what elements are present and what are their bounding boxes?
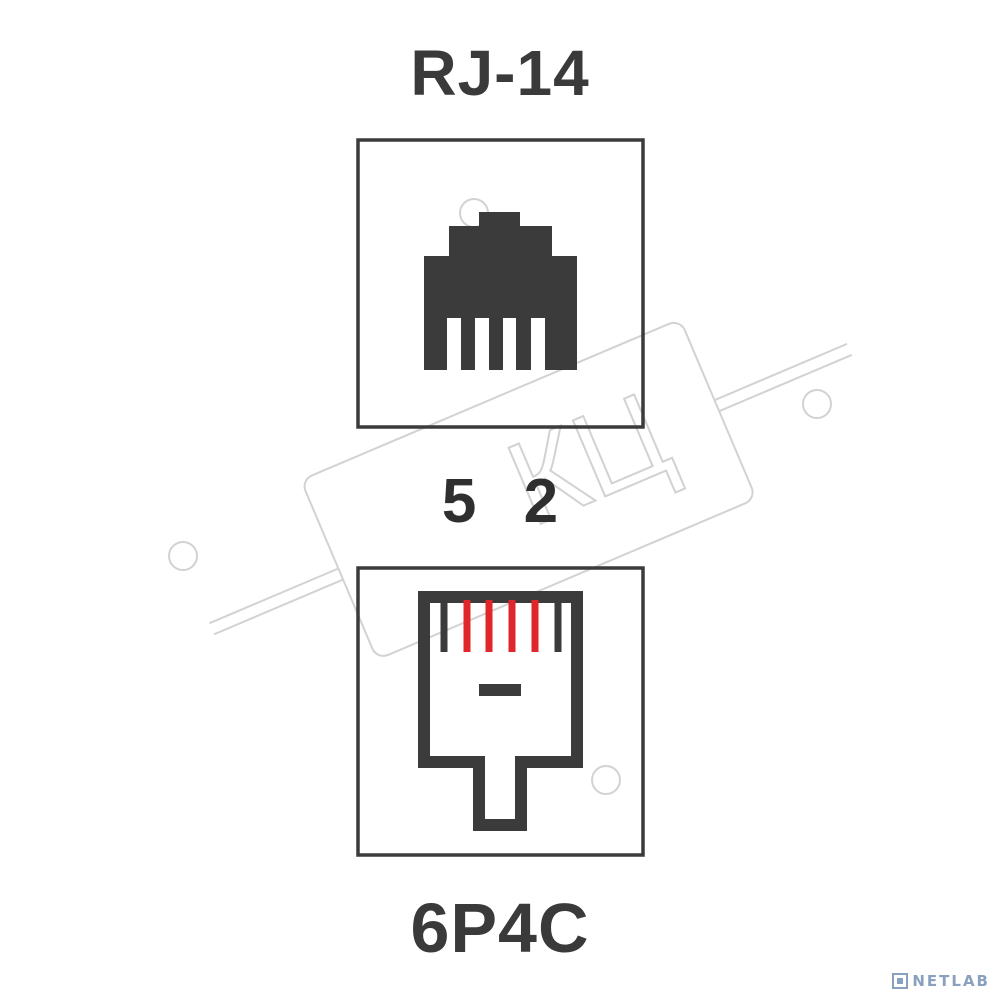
socket-frame (356, 138, 645, 429)
pin-count-label: 5 2 (441, 467, 559, 536)
6p4c-plug-icon (418, 591, 583, 831)
rj14-socket-icon (424, 212, 577, 370)
connector-title: RJ-14 (410, 37, 590, 109)
plug-type-title: 6P4C (410, 889, 590, 967)
plug-frame (356, 566, 645, 857)
netlab-logo-icon (892, 973, 909, 989)
netlab-logo: NETLAB (892, 970, 990, 992)
netlab-logo-text: NETLAB (912, 972, 990, 990)
watermark-stamp (168, 198, 853, 795)
plug-contacts (463, 600, 539, 652)
